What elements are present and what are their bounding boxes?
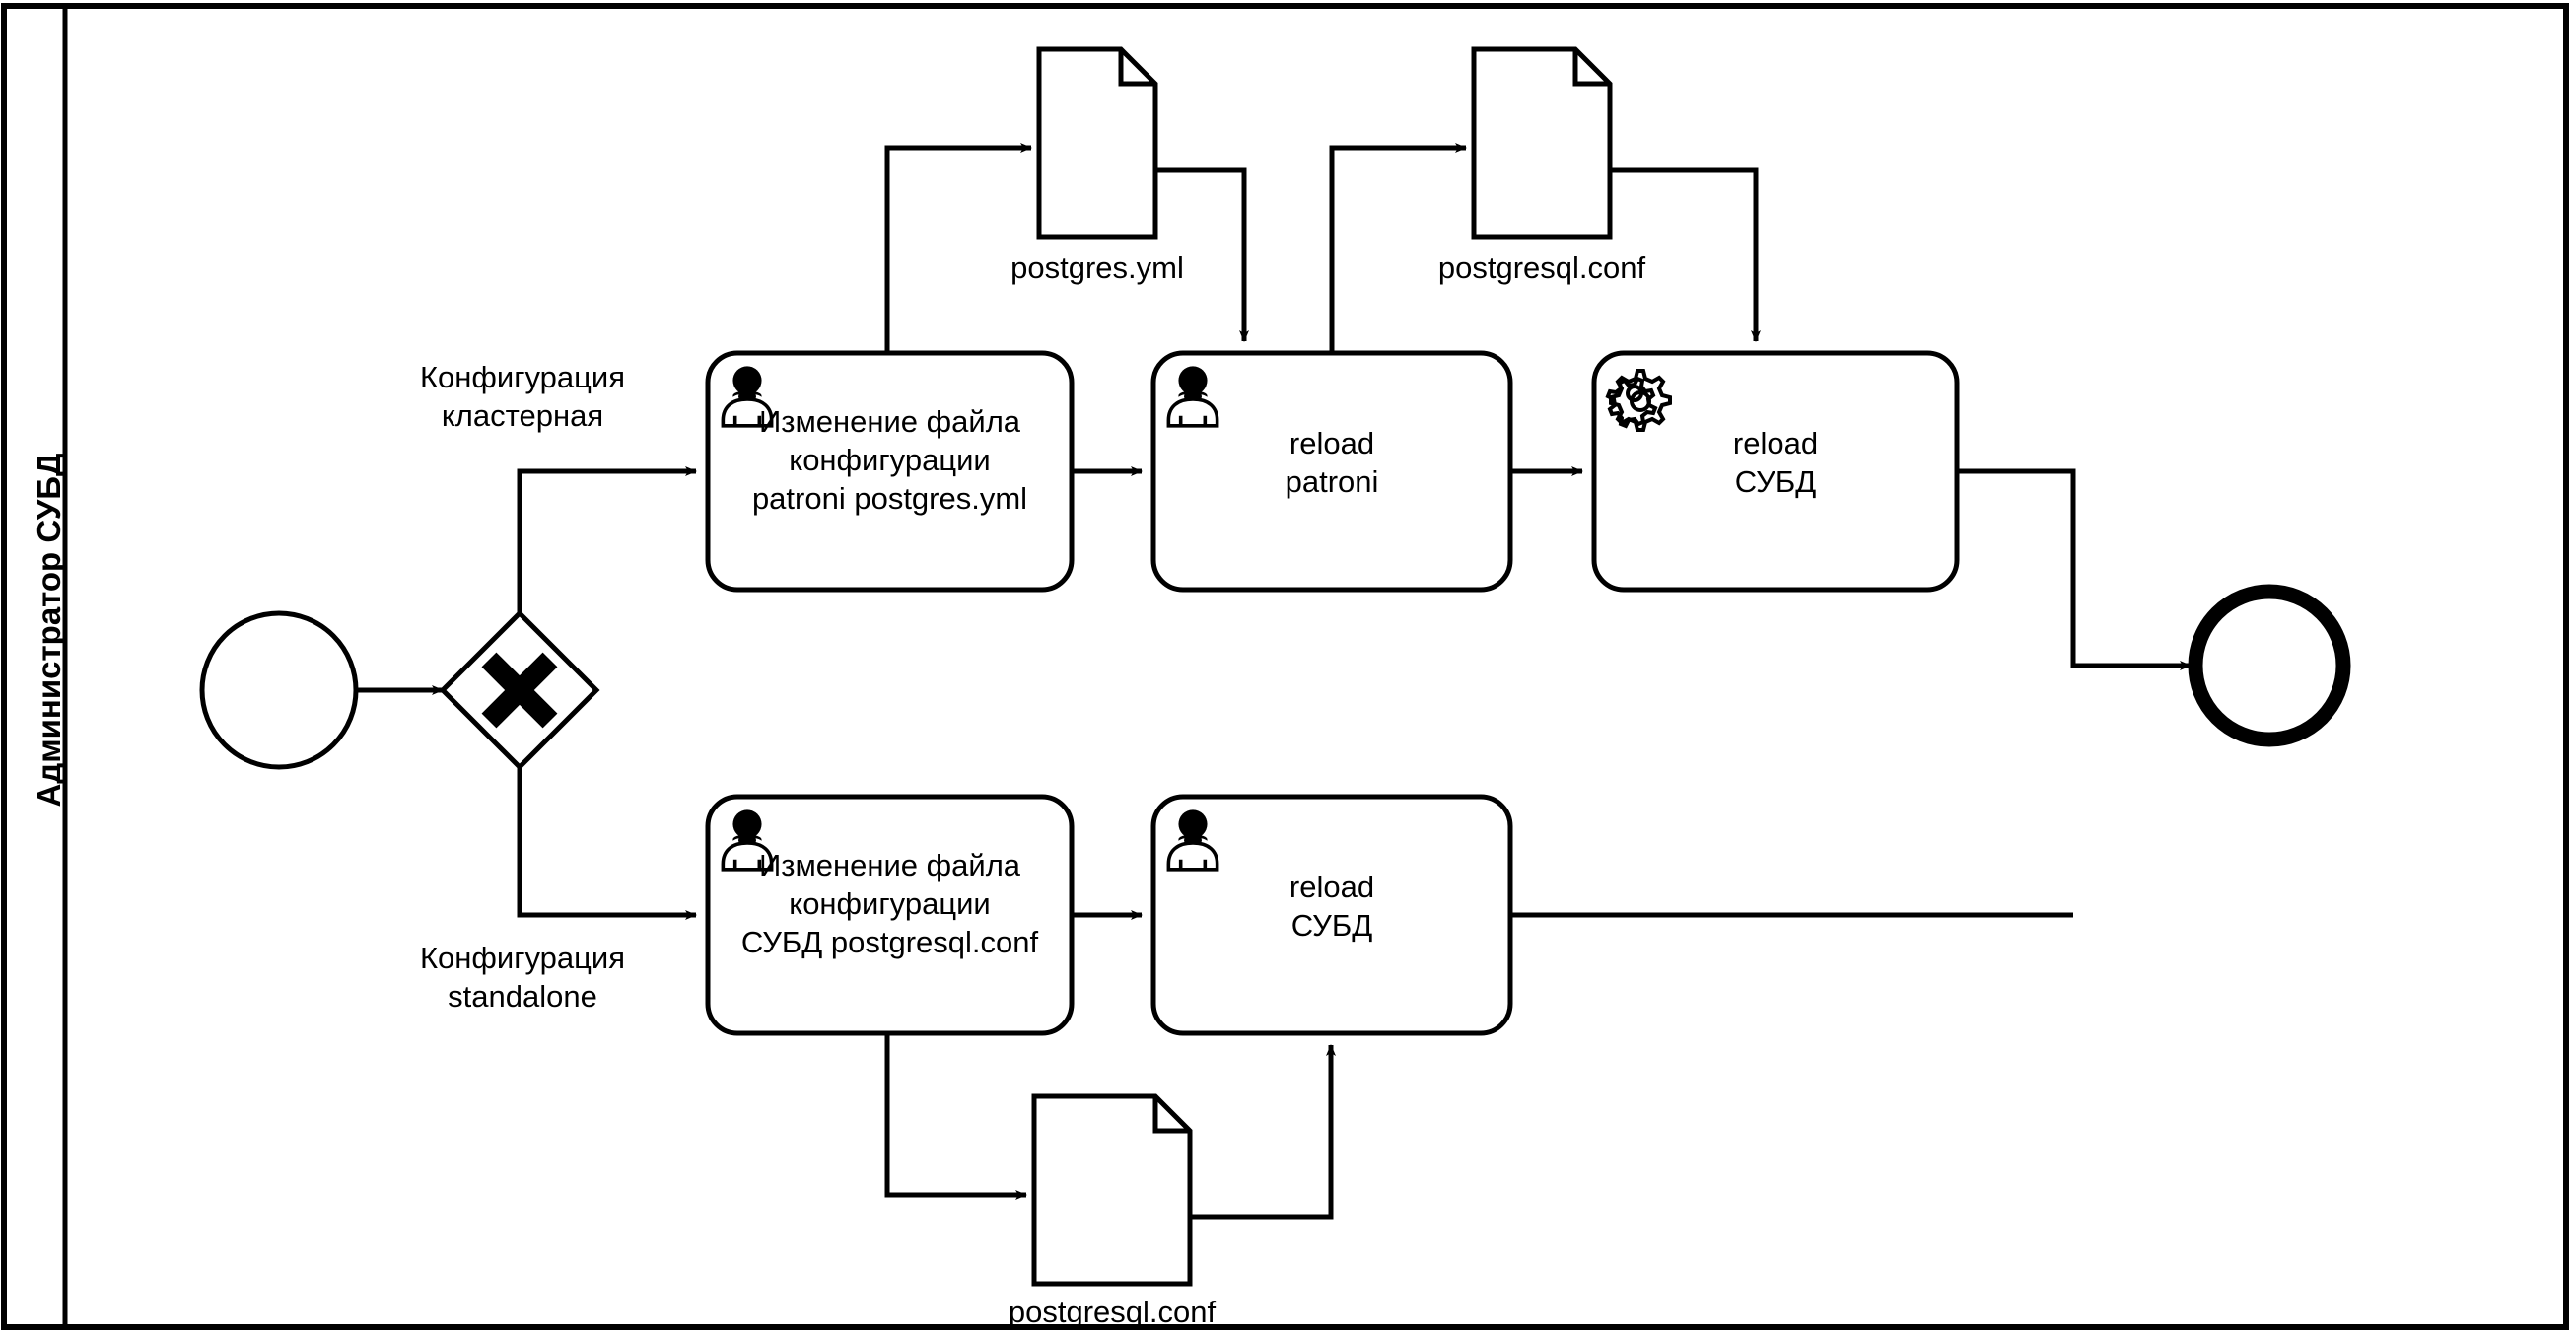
data-associations — [884, 143, 1761, 1220]
user-icon — [1166, 366, 1219, 428]
flow-task3-to-end — [1957, 468, 2192, 670]
doc-postgresql-conf-top[interactable] — [1471, 46, 1613, 240]
user-icon — [721, 366, 774, 428]
lane-header: Администратор СУБД — [0, 0, 67, 1337]
flow-label-cluster: Конфигурация кластерная — [419, 360, 626, 433]
flow-gateway-to-task4 — [517, 767, 697, 920]
task-reload-patroni[interactable] — [1150, 350, 1513, 593]
user-icon — [1166, 809, 1219, 872]
lane-title: Администратор СУБД — [31, 453, 67, 808]
user-icon — [721, 809, 774, 872]
assoc-doc2-to-task3 — [1610, 167, 1761, 342]
start-event[interactable] — [199, 610, 359, 770]
task-change-patroni-config[interactable] — [705, 350, 1075, 593]
doc-postgresql-conf-bottom[interactable] — [1031, 1093, 1193, 1287]
gateway-x-icon — [481, 652, 558, 729]
doc-postgres-yml[interactable] — [1036, 46, 1158, 240]
flow-label-standalone: Конфигурация standalone — [419, 941, 626, 1014]
sequence-flows — [357, 466, 2192, 920]
flow-gateway-to-task1 — [517, 466, 697, 613]
task-reload-dbms-cluster[interactable] — [1591, 350, 1960, 593]
gear-icon — [1605, 369, 1672, 432]
assoc-doc1-to-task2 — [1155, 167, 1249, 342]
end-event[interactable] — [2188, 584, 2351, 747]
task-reload-dbms-standalone[interactable] — [1150, 794, 1513, 1036]
assoc-doc3-to-task5 — [1190, 1044, 1336, 1220]
exclusive-gateway[interactable] — [439, 609, 600, 771]
task-change-dbms-config[interactable] — [705, 794, 1075, 1036]
assoc-task1-to-doc1 — [884, 143, 1032, 353]
doc-postgres-yml-label: postgres.yml — [1010, 250, 1184, 285]
assoc-task3-to-doc2 — [1329, 143, 1467, 353]
doc-postgresql-conf-bottom-label: postgresql.conf — [1008, 1295, 1217, 1329]
doc-postgresql-conf-top-label: postgresql.conf — [1437, 250, 1646, 285]
assoc-task4-to-doc3 — [884, 1033, 1027, 1200]
